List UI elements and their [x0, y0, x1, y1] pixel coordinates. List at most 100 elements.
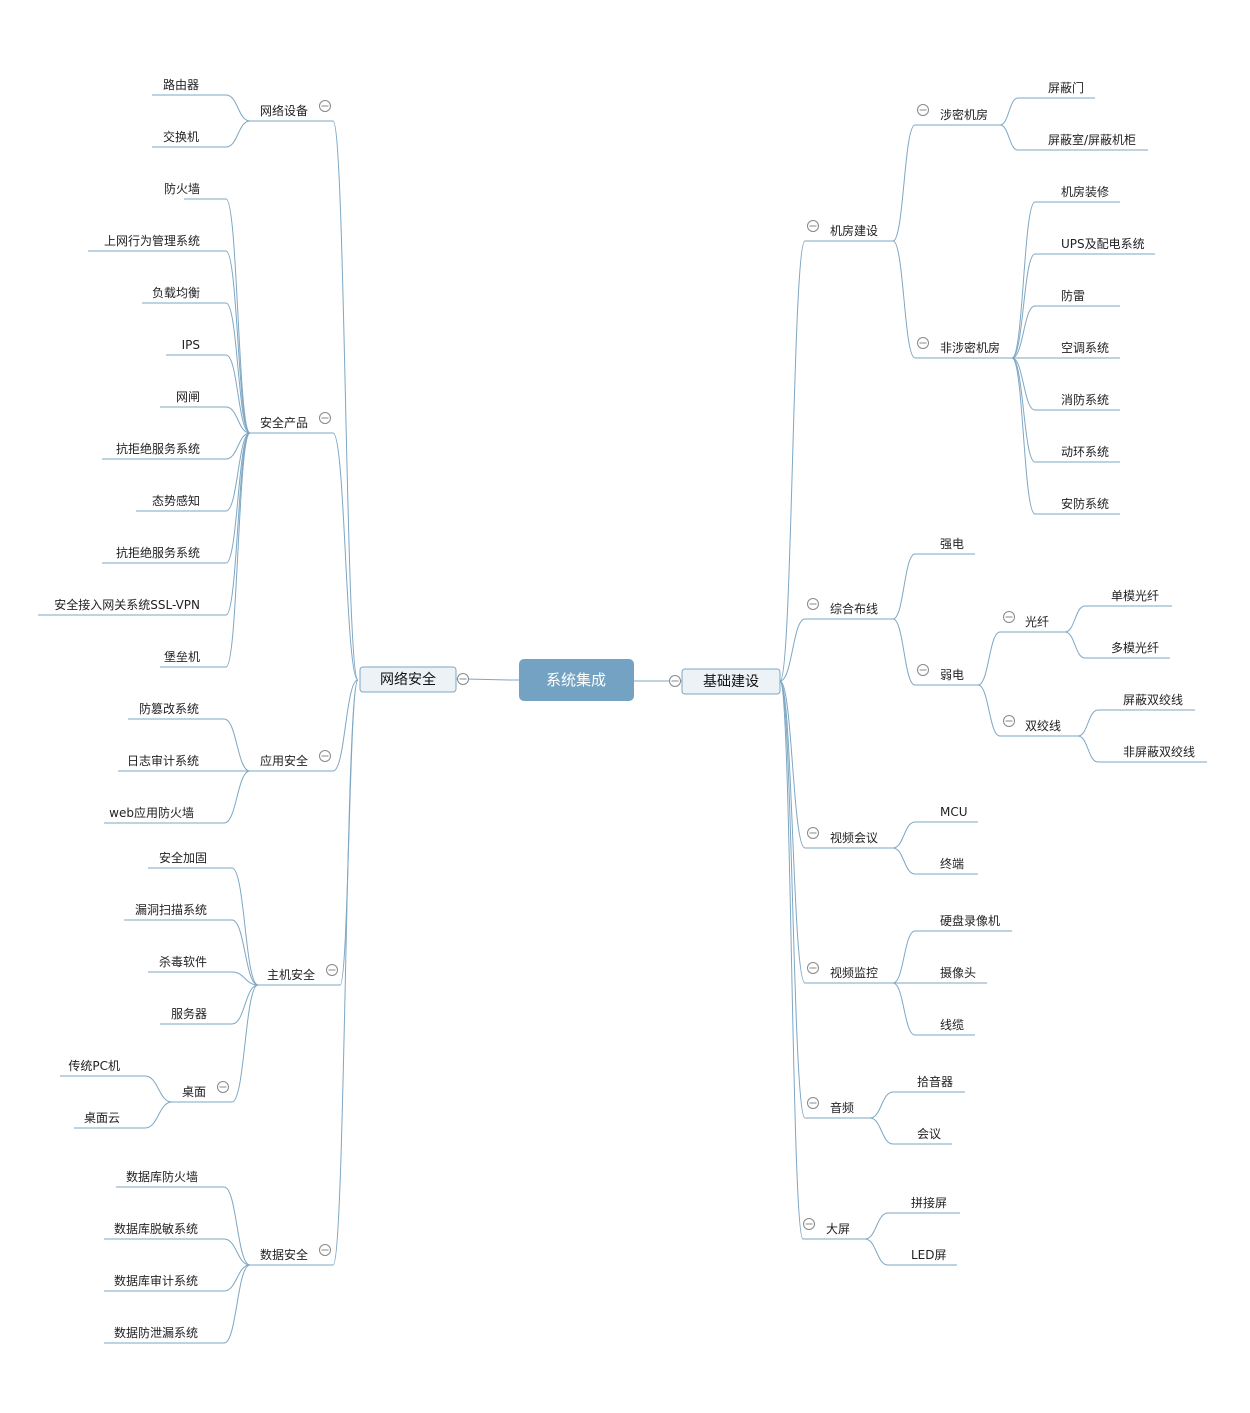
collapse-icon[interactable] [1003, 715, 1015, 727]
topic-node[interactable]: 音频 [805, 1100, 870, 1119]
leaf-topic[interactable]: 安全接入网关系统SSL-VPN [38, 597, 226, 616]
collapse-icon[interactable] [807, 1097, 819, 1109]
connector [1064, 605, 1086, 633]
leaf-topic[interactable]: 屏蔽双绞线 [1098, 692, 1195, 711]
leaf-topic[interactable]: 硬盘录像机 [915, 913, 1012, 932]
main-topic-network-security[interactable]: 网络安全 [359, 666, 457, 693]
leaf-topic[interactable]: 防篡改系统 [128, 701, 224, 720]
topic-node[interactable]: 数据安全 [250, 1247, 333, 1266]
leaf-topic[interactable]: 桌面云 [74, 1111, 145, 1129]
collapse-icon[interactable] [917, 337, 929, 349]
topic-label: 屏蔽门 [1048, 80, 1084, 95]
leaf-topic[interactable]: 堡垒机 [160, 649, 226, 668]
leaf-topic[interactable]: 安全加固 [148, 850, 232, 869]
leaf-topic[interactable]: 负载均衡 [142, 286, 226, 304]
leaf-topic[interactable]: 拾音器 [893, 1074, 965, 1093]
leaf-topic[interactable]: 数据库脱敏系统 [104, 1221, 224, 1240]
topic-node[interactable]: 涉密机房 [915, 107, 1000, 126]
leaf-topic[interactable]: 机房装修 [1035, 184, 1120, 203]
leaf-topic[interactable]: 交换机 [152, 129, 226, 148]
topic-node[interactable]: 应用安全 [250, 753, 333, 772]
leaf-topic[interactable]: 网闸 [160, 390, 226, 408]
connector [231, 867, 259, 986]
topic-node[interactable]: 主机安全 [258, 967, 340, 986]
topic-node[interactable]: 双绞线 [1000, 718, 1078, 737]
collapse-icon[interactable] [319, 750, 331, 762]
leaf-topic[interactable]: 空调系统 [1035, 341, 1120, 359]
leaf-topic[interactable]: 强电 [915, 537, 975, 555]
topic-node[interactable]: 网络设备 [250, 103, 333, 122]
leaf-topic[interactable]: web应用防火墙 [104, 805, 224, 824]
leaf-topic[interactable]: 日志审计系统 [118, 753, 250, 772]
collapse-icon[interactable] [807, 598, 819, 610]
connector [231, 984, 259, 1103]
leaf-topic[interactable]: 动环系统 [1035, 445, 1120, 463]
leaf-topic[interactable]: 单模光纤 [1085, 589, 1172, 607]
leaf-topic[interactable]: MCU [915, 805, 978, 823]
leaf-topic[interactable]: 传统PC机 [60, 1058, 145, 1077]
collapse-icon[interactable] [917, 664, 929, 676]
collapse-icon[interactable] [807, 962, 819, 974]
leaf-topic[interactable]: 终端 [915, 856, 978, 875]
topic-label: 拾音器 [917, 1074, 953, 1089]
leaf-topic[interactable]: 数据库防火墙 [116, 1169, 224, 1188]
leaf-topic[interactable]: IPS [166, 338, 226, 356]
collapse-icon[interactable] [807, 220, 819, 232]
collapse-icon[interactable] [319, 412, 331, 424]
collapse-icon[interactable] [803, 1218, 815, 1230]
topic-node[interactable]: 桌面 [172, 1085, 232, 1103]
leaf-topic[interactable]: 杀毒软件 [148, 954, 232, 973]
topic-node[interactable]: 安全产品 [250, 415, 333, 434]
leaf-topic[interactable]: 抗拒绝服务系统 [102, 441, 226, 460]
collapse-icon[interactable] [217, 1081, 229, 1093]
topic-node[interactable]: 视频监控 [805, 965, 893, 984]
topic-label: 多模光纤 [1111, 641, 1159, 655]
leaf-topic[interactable]: 非屏蔽双绞线 [1098, 744, 1207, 763]
leaf-topic[interactable]: 防火墙 [164, 181, 226, 200]
leaf-topic[interactable]: 摄像头 [915, 965, 987, 984]
leaf-topic[interactable]: LED屏 [888, 1248, 957, 1266]
leaf-topic[interactable]: 抗拒绝服务系统 [102, 545, 226, 564]
leaf-topic[interactable]: 线缆 [915, 1018, 975, 1036]
leaf-topic[interactable]: 数据库审计系统 [104, 1273, 224, 1292]
leaf-topic[interactable]: 消防系统 [1035, 392, 1120, 411]
leaf-topic[interactable]: 数据防泄漏系统 [104, 1325, 224, 1344]
main-topic-box[interactable] [359, 666, 457, 693]
collapse-icon[interactable] [807, 827, 819, 839]
leaf-topic[interactable]: UPS及配电系统 [1035, 237, 1155, 255]
collapse-icon[interactable] [1003, 611, 1015, 623]
topic-node[interactable]: 光纤 [1000, 615, 1065, 633]
leaf-topic[interactable]: 防雷 [1035, 288, 1120, 307]
leaf-topic[interactable]: 拼接屏 [888, 1195, 960, 1214]
root-topic[interactable]: 系统集成 [519, 659, 634, 701]
leaf-topic[interactable]: 安防系统 [1035, 496, 1120, 515]
topic-node[interactable]: 综合布线 [805, 601, 893, 620]
leaf-topic[interactable]: 屏蔽门 [1018, 80, 1095, 99]
leaf-topic[interactable]: 服务器 [160, 1006, 232, 1025]
leaf-topic[interactable]: 屏蔽室/屏蔽机柜 [1018, 132, 1148, 151]
collapse-icon[interactable] [917, 104, 929, 116]
collapse-icon[interactable] [319, 100, 331, 112]
collapse-icon[interactable] [457, 673, 469, 685]
leaf-topic[interactable]: 会议 [893, 1127, 952, 1145]
topic-node[interactable]: 视频会议 [805, 830, 893, 849]
topic-node[interactable]: 非涉密机房 [915, 340, 1012, 359]
topic-node[interactable]: 机房建设 [805, 223, 893, 242]
topic-node[interactable]: 弱电 [915, 668, 978, 686]
leaf-topic[interactable]: 上网行为管理系统 [88, 233, 226, 252]
leaf-topic[interactable]: 路由器 [152, 77, 226, 96]
collapse-icon[interactable] [326, 964, 338, 976]
main-topic-box[interactable] [681, 668, 781, 695]
connector [1011, 357, 1036, 515]
connector [892, 240, 916, 359]
leaf-topic[interactable]: 态势感知 [136, 493, 226, 512]
connector [1011, 305, 1036, 359]
collapse-icon[interactable] [319, 1244, 331, 1256]
leaf-topic[interactable]: 多模光纤 [1085, 641, 1170, 659]
topic-node[interactable]: 大屏 [803, 1222, 865, 1240]
main-topic-infrastructure[interactable]: 基础建设 [681, 668, 781, 695]
topic-label: web应用防火墙 [109, 805, 194, 820]
leaf-topic[interactable]: 漏洞扫描系统 [124, 903, 232, 921]
collapse-icon[interactable] [669, 675, 681, 687]
root-topic-box[interactable] [519, 659, 634, 701]
